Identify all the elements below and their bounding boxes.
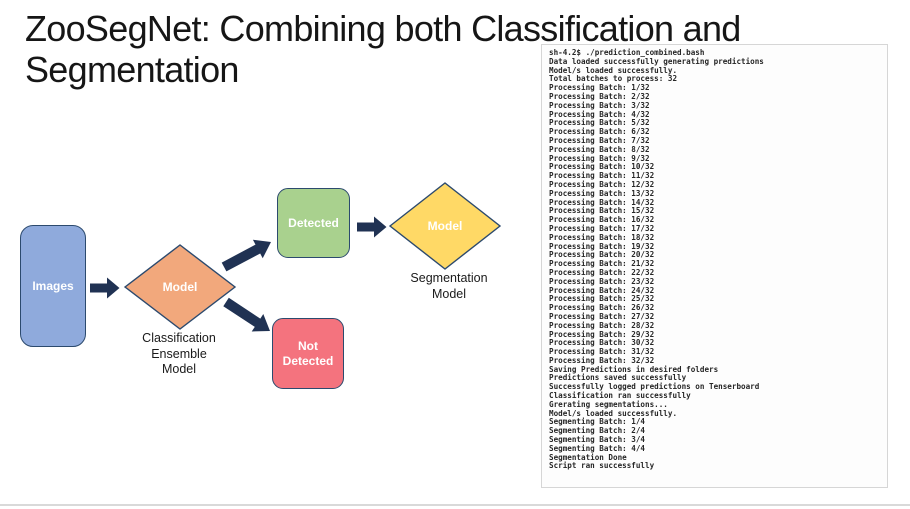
terminal-line: Processing Batch: 21/32: [549, 259, 655, 269]
terminal-line: Processing Batch: 11/32: [549, 171, 655, 181]
terminal-line: Processing Batch: 8/32: [549, 144, 650, 154]
terminal-line: Segmenting Batch: 1/4: [549, 417, 646, 427]
title-line-2: Segmentation: [25, 49, 239, 90]
arrow-classification-to-not-detected: [223, 297, 270, 332]
detected-box: Detected: [277, 188, 350, 258]
terminal-line: Successfully logged predictions on Tense…: [549, 382, 760, 392]
images-box: Images: [20, 225, 86, 347]
terminal-line: Total batches to process: 32: [549, 74, 678, 84]
terminal-line: Processing Batch: 22/32: [549, 267, 655, 277]
terminal-line: Segmentation Done: [549, 452, 627, 462]
terminal-line: Processing Batch: 6/32: [549, 127, 650, 137]
terminal-line: Processing Batch: 32/32: [549, 355, 655, 365]
terminal-line: Processing Batch: 1/32: [549, 83, 650, 93]
terminal-line: Model/s loaded successfully.: [549, 408, 678, 418]
not-detected-box: Not Detected: [272, 318, 344, 389]
detected-label: Detected: [288, 216, 339, 230]
cap-line: Model: [161, 362, 197, 376]
cap-line: Ensemble: [151, 346, 207, 361]
slide-title: ZooSegNet: Combining both Classification…: [25, 8, 825, 90]
segmentation-diamond-label: Model: [427, 219, 463, 233]
terminal-line: Processing Batch: 27/32: [549, 311, 655, 321]
terminal-line: Processing Batch: 13/32: [549, 188, 655, 198]
terminal-line: Processing Batch: 30/32: [549, 338, 655, 348]
terminal-line: Processing Batch: 24/32: [549, 285, 655, 295]
classification-diamond: [123, 244, 237, 330]
terminal-line: Saving Predictions in desired folders: [549, 364, 719, 374]
terminal-line: Processing Batch: 26/32: [549, 303, 655, 313]
images-label: Images: [32, 279, 74, 293]
terminal-line: Processing Batch: 16/32: [549, 215, 655, 225]
terminal-line: Processing Batch: 18/32: [549, 232, 655, 242]
terminal-line: Processing Batch: 19/32: [549, 241, 655, 251]
terminal-line: Processing Batch: 10/32: [549, 162, 655, 172]
cap-line: Segmentation: [410, 271, 488, 285]
terminal-line: Segmenting Batch: 3/4: [549, 435, 646, 445]
arrow-detected-to-segmentation: [357, 216, 387, 238]
slide-bottom-edge: [0, 504, 910, 506]
not-detected-label: Not Detected: [282, 338, 334, 368]
arrow-images-to-classification: [90, 277, 120, 299]
terminal-line: Processing Batch: 2/32: [549, 91, 650, 101]
terminal-line: Processing Batch: 5/32: [549, 118, 650, 128]
terminal-line: sh-4.2$ ./prediction_combined.bash: [549, 48, 705, 57]
classification-diamond-label: Model: [162, 280, 198, 294]
terminal-line: Processing Batch: 9/32: [549, 153, 650, 163]
cap-line: Classification: [142, 331, 216, 345]
terminal-line: Grerating segmentations...: [549, 399, 668, 409]
terminal-line: Processing Batch: 7/32: [549, 135, 650, 145]
title-line-1: ZooSegNet: Combining both Classification…: [25, 8, 741, 49]
terminal-line: Model/s loaded successfully.: [549, 65, 678, 75]
terminal-line: Processing Batch: 14/32: [549, 197, 655, 207]
terminal-line: Processing Batch: 25/32: [549, 294, 655, 304]
segmentation-diamond: [388, 182, 502, 270]
terminal-line: Processing Batch: 20/32: [549, 250, 655, 260]
terminal-line: Segmenting Batch: 2/4: [549, 426, 646, 436]
terminal-line: Processing Batch: 17/32: [549, 223, 655, 233]
terminal-line: Processing Batch: 23/32: [549, 276, 655, 286]
terminal-line: Processing Batch: 12/32: [549, 179, 655, 189]
arrow-classification-to-detected: [221, 239, 271, 272]
terminal-line: Classification ran successfully: [549, 391, 691, 401]
terminal-line: Processing Batch: 15/32: [549, 206, 655, 216]
terminal-line: Processing Batch: 31/32: [549, 347, 655, 357]
terminal-line: Segmenting Batch: 4/4: [549, 443, 646, 453]
terminal-line: Processing Batch: 29/32: [549, 329, 655, 339]
cap-line: Model: [431, 286, 467, 301]
terminal-line: Processing Batch: 4/32: [549, 109, 650, 119]
terminal-line: Script ran successfully: [549, 461, 655, 471]
terminal-line: Processing Batch: 3/32: [549, 100, 650, 110]
terminal-line: Processing Batch: 28/32: [549, 320, 655, 330]
terminal-line: Data loaded successfully generating pred…: [549, 56, 764, 66]
terminal-line: Predictions saved successfully: [549, 373, 687, 383]
